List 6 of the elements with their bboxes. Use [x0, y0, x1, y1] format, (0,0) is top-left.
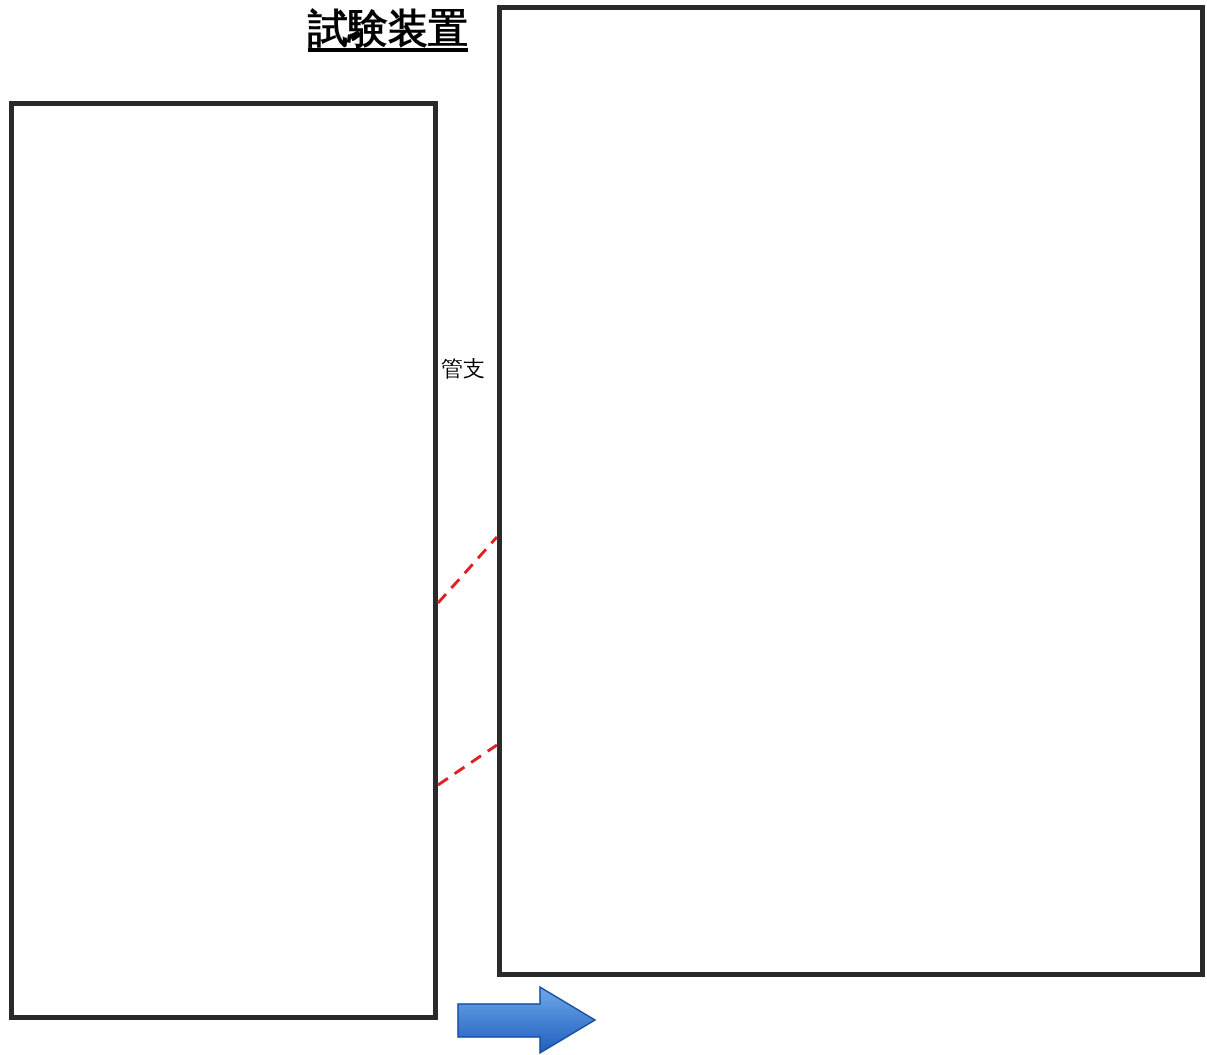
- title: 試験装置: [308, 4, 468, 52]
- frame-box: [497, 5, 1205, 977]
- frame-box: [9, 101, 438, 1020]
- dashed-line: [436, 536, 499, 604]
- text-label: 管支: [441, 355, 485, 383]
- dashed-line: [437, 743, 498, 787]
